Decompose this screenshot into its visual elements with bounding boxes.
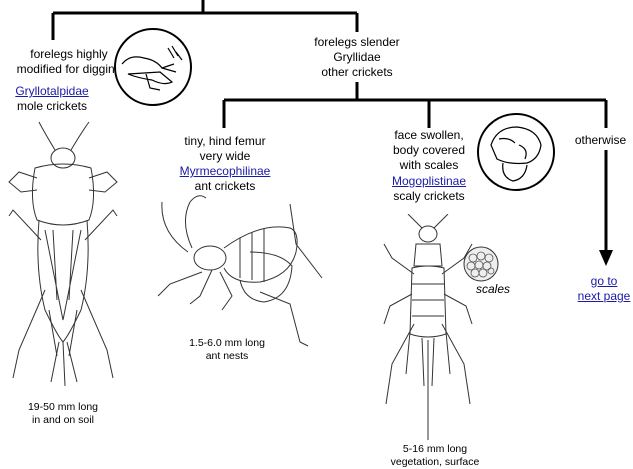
ant-size-habitat: 1.5-6.0 mm long ant nests (189, 337, 265, 362)
mole-characteristic: forelegs highly modified for digging (16, 47, 122, 76)
scaly-characteristic: face swollen, body covered with scales (392, 128, 466, 172)
scaly-taxon-block: Mogoplistinae scaly crickets (378, 174, 480, 204)
mole-foreleg-inset (114, 28, 192, 106)
scales-detail-icon (463, 246, 499, 282)
scaly-face-icon (490, 126, 542, 182)
scaly-common-name: scaly crickets (393, 189, 465, 203)
mogoplistinae-link[interactable]: Mogoplistinae (391, 174, 467, 188)
ant-characteristic: tiny, hind femur very wide (184, 134, 266, 163)
ant-common-name: ant crickets (194, 179, 256, 193)
scaly-cricket-illustration (383, 214, 473, 440)
ant-cricket-illustration (157, 195, 323, 347)
mole-common-name: mole crickets (16, 99, 87, 113)
scales-label: scales (476, 282, 511, 296)
mole-foreleg-icon (121, 45, 183, 91)
scaly-size-habitat: 5-16 mm long vegetation, surface (390, 443, 480, 468)
ant-taxon-block: Myrmecophilinae ant crickets (160, 164, 290, 194)
myrmecophilinae-link[interactable]: Myrmecophilinae (179, 164, 271, 178)
mole-cricket-illustration (8, 121, 118, 387)
scaly-face-inset (477, 113, 555, 191)
mole-taxon-block: Gryllotalpidae mole crickets (0, 84, 104, 114)
next-page-link-block: go to next page (570, 274, 633, 304)
mole-size-habitat: 19-50 mm long in and on soil (27, 401, 99, 426)
otherwise-characteristic: otherwise (574, 133, 627, 147)
slender-characteristic: forelegs slender Gryllidae other cricket… (314, 35, 400, 79)
gryllotalpidae-link[interactable]: Gryllotalpidae (15, 84, 89, 98)
go-to-next-page-link[interactable]: go to next page (577, 274, 631, 303)
arrow-head-icon (599, 250, 613, 266)
